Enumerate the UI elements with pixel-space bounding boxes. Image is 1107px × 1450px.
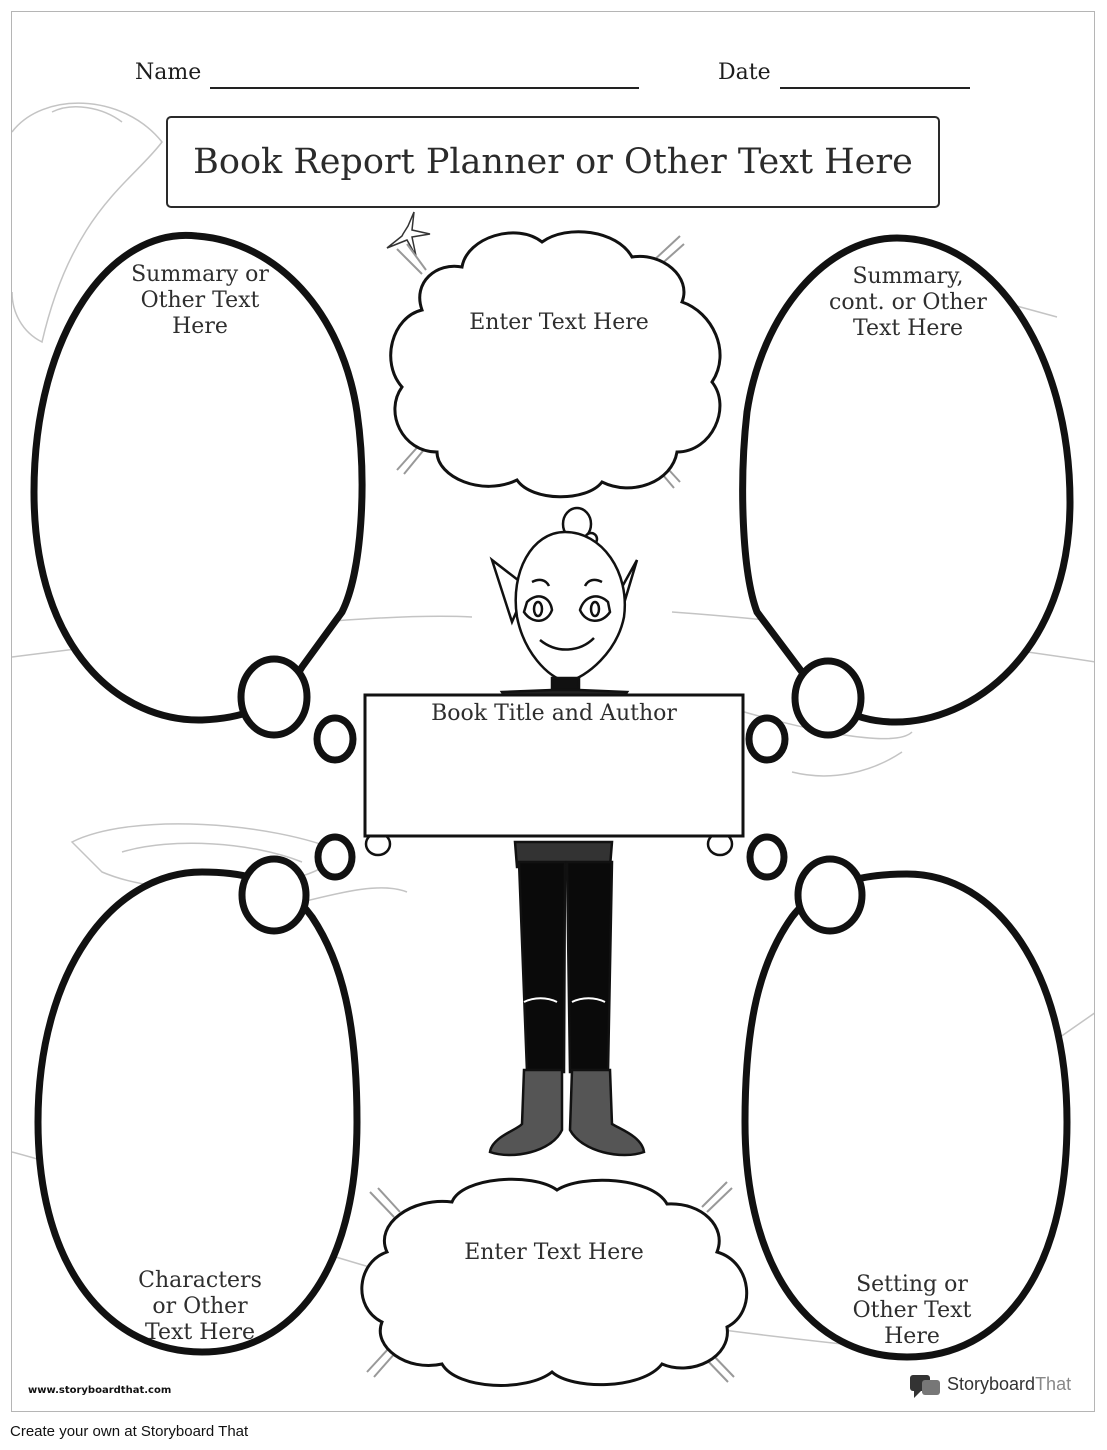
bubble-top-center-text[interactable]: Enter Text Here <box>469 310 649 335</box>
book-title-author-text[interactable]: Book Title and Author <box>431 701 677 726</box>
bubble-bottom-left-shape <box>34 833 361 1356</box>
date-label: Date <box>718 60 771 85</box>
footer-url[interactable]: www.storyboardthat.com <box>28 1385 172 1396</box>
worksheet-title: Book Report Planner or Other Text Here <box>193 142 913 182</box>
sparkle-icon <box>386 211 431 257</box>
name-label: Name <box>135 60 202 85</box>
book-sign-shape <box>363 693 745 838</box>
bubble-bottom-right-text[interactable]: Setting or Other Text Here <box>852 1272 972 1349</box>
bubble-bottom-center-text[interactable]: Enter Text Here <box>464 1240 644 1265</box>
bubble-top-right-shape <box>739 234 1074 764</box>
storyboard-logo-icon <box>910 1375 940 1398</box>
worksheet-artwork <box>12 87 1094 1398</box>
bubble-top-left-shape <box>30 231 366 764</box>
brand-storyboard: Storyboard <box>947 1374 1036 1394</box>
worksheet-title-box[interactable]: Book Report Planner or Other Text Here <box>166 116 940 208</box>
brand-that: That <box>1035 1374 1072 1394</box>
bubble-top-left-text[interactable]: Summary or Other Text Here <box>131 262 269 339</box>
bubble-top-right-text[interactable]: Summary, cont. or Other Text Here <box>829 264 987 341</box>
bubble-bottom-right-shape <box>741 833 1071 1361</box>
create-your-own-link[interactable]: Create your own at Storyboard That <box>10 1423 249 1440</box>
bubble-bottom-left-text[interactable]: Characters or Other Text Here <box>138 1268 262 1345</box>
worksheet-page: Name Date Book Report Planner or Other T… <box>11 11 1095 1412</box>
cloud-top-shape <box>389 230 722 499</box>
cloud-bottom-shape <box>360 1177 749 1387</box>
